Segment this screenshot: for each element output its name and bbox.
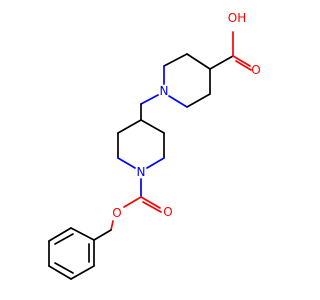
bottom-piperidine-ring	[117, 119, 165, 169]
molecule-structure: OH O N N O O	[48, 11, 261, 280]
bond	[163, 53, 188, 67]
bond	[232, 55, 251, 67]
hydroxyl-label: OH	[228, 11, 246, 25]
nitrogen-top-label: N	[160, 84, 169, 98]
bond	[123, 196, 142, 208]
bond	[209, 55, 234, 70]
carbamate-group	[93, 178, 162, 241]
carbonyl-oxygen-top-label: O	[251, 63, 260, 77]
benzene-ring	[48, 227, 95, 280]
bond	[70, 227, 95, 241]
bond	[93, 229, 112, 241]
bond	[168, 95, 188, 108]
bond	[70, 265, 95, 280]
bond	[142, 201, 162, 213]
bond	[186, 53, 211, 70]
bond	[140, 196, 161, 209]
bond	[117, 157, 136, 169]
carbonyl-oxygen-bottom-label: O	[163, 205, 172, 219]
bond	[48, 265, 72, 280]
bond	[54, 233, 74, 245]
bond	[235, 60, 252, 71]
bond	[110, 220, 114, 231]
methylene-linker	[140, 94, 159, 121]
ester-oxygen-label: O	[112, 206, 121, 220]
bond	[140, 119, 165, 134]
molecule-canvas: OH O N N O O	[48, 11, 261, 280]
bond	[48, 227, 72, 242]
bond	[146, 157, 165, 169]
nitrogen-bottom-label: N	[137, 165, 146, 179]
top-piperidine-ring	[163, 53, 211, 108]
bond	[54, 262, 74, 274]
bond	[117, 119, 142, 134]
bond	[140, 94, 159, 105]
bond	[186, 93, 211, 108]
carboxylic-acid-group	[209, 31, 252, 71]
